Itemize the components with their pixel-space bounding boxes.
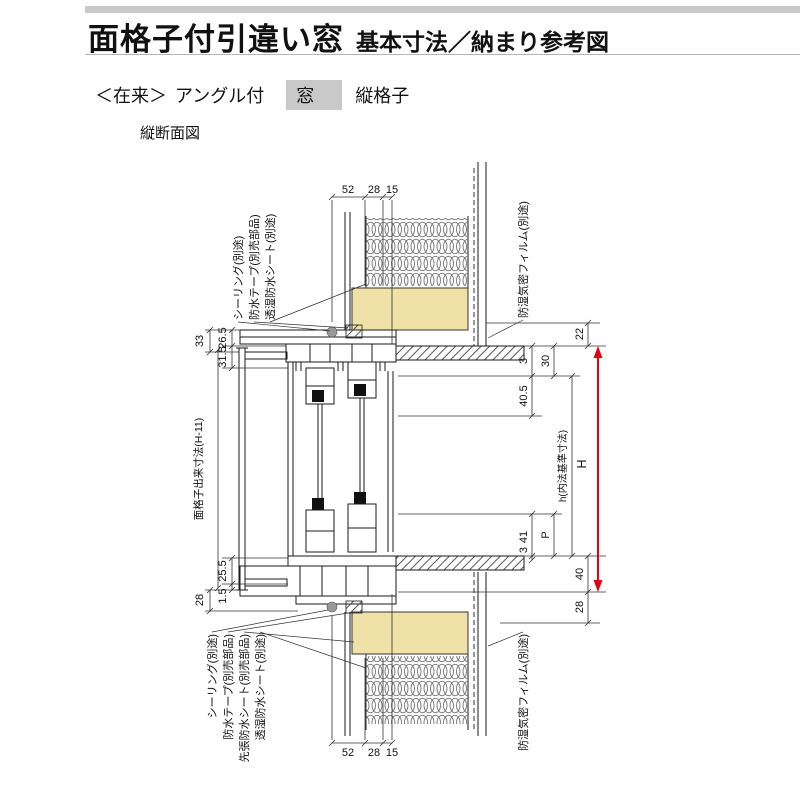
wood-frame-top — [351, 287, 469, 331]
note-pre-sheet-bottom: 先張防水シート(別売部品) — [237, 634, 251, 762]
spec-window-highlight: 窓 — [286, 80, 343, 110]
glazing-block — [312, 390, 324, 402]
dim-top-2: 28 — [368, 184, 380, 196]
height-arrow — [593, 346, 603, 592]
sealing-bottom — [326, 601, 338, 613]
dim-left-25-5: 25.5 — [217, 560, 229, 581]
leader-lines — [211, 283, 524, 669]
dim-right-28: 28 — [574, 601, 586, 613]
dim-left-33: 33 — [194, 335, 206, 347]
interior-casing-bottom — [395, 555, 525, 571]
title-divider — [85, 54, 800, 55]
dimension-lines — [205, 193, 606, 747]
insulation-top — [366, 218, 468, 286]
page-subtitle: 基本寸法／納まり参考図 — [356, 29, 609, 55]
sealing-top — [326, 326, 338, 338]
top-bar — [85, 6, 800, 13]
waterproof-tape-bottom — [345, 600, 363, 614]
insulation-bottom — [366, 656, 468, 724]
dim-left-31-5: 31.5 — [217, 346, 229, 367]
waterproof-tape-top — [345, 324, 363, 339]
interior-casing-top — [395, 345, 525, 361]
annotation-labels: シーリング(別途) 防水テープ(別売部品) 透湿防水シート(別途) 防湿気密フィ… — [205, 201, 530, 762]
spec-row: ＜在来＞ アングル付 窓 縦格子 — [95, 80, 409, 110]
title-row: 面格子付引違い窓基本寸法／納まり参考図 — [88, 14, 609, 59]
view-label: 縦断面図 — [140, 125, 201, 142]
dim-right-40: 40 — [574, 568, 586, 580]
arrow-head-top — [593, 346, 603, 358]
sashes — [287, 361, 394, 556]
dim-bottom-2: 28 — [368, 747, 380, 759]
dim-left-26-5: 26.5 — [217, 327, 229, 348]
dim-right-3b: 3 — [518, 547, 530, 553]
dim-bottom-3: 15 — [386, 747, 398, 759]
note-perm-sheet-bottom: 透湿防水シート(別途) — [253, 634, 267, 740]
glazing-block — [354, 492, 366, 504]
dimension-labels: 52 28 15 52 28 15 33 26.5 31.5 25.5 1.5 … — [192, 184, 589, 759]
note-sealing-bottom: シーリング(別途) — [205, 634, 219, 718]
dim-right-H: H — [575, 459, 589, 468]
wall-structure-bottom — [344, 572, 487, 736]
wall-structure-top — [344, 162, 487, 346]
dim-top-3: 15 — [386, 184, 398, 196]
note-tape-bottom: 防水テープ(別売部品) — [221, 634, 235, 740]
note-film-bottom: 防湿気密フィルム(別途) — [516, 634, 530, 751]
wood-frame-bottom — [351, 611, 469, 655]
note-perm-sheet-top: 透湿防水シート(別途) — [263, 214, 277, 320]
dim-right-40-5: 40.5 — [518, 385, 530, 406]
arrow-head-bottom — [593, 580, 603, 592]
dim-right-41: 41 — [518, 531, 530, 543]
spec-construction: ＜在来＞ — [95, 86, 167, 106]
dim-lattice-height: 面格子出来寸法(H-11) — [192, 418, 205, 520]
security-lattice — [236, 347, 288, 591]
head-frame — [239, 324, 397, 371]
note-film-top: 防湿気密フィルム(別途) — [516, 201, 530, 318]
dim-right-30: 30 — [540, 355, 552, 367]
page-title: 面格子付引違い窓 — [88, 22, 344, 57]
dim-left-28: 28 — [194, 594, 206, 606]
dim-bottom-1: 52 — [342, 747, 354, 759]
dim-right-22: 22 — [574, 328, 586, 340]
dim-right-p: P — [540, 531, 552, 538]
dim-top-1: 52 — [342, 184, 354, 196]
sill-frame — [239, 555, 397, 614]
note-sealing-top: シーリング(別途) — [231, 236, 245, 320]
spec-mount: アングル付 — [175, 86, 265, 106]
dim-right-3a: 3 — [518, 358, 530, 364]
dim-left-1-5: 1.5 — [217, 588, 229, 603]
note-tape-top: 防水テープ(別売部品) — [247, 214, 261, 320]
vertical-section-drawing: 52 28 15 52 28 15 33 26.5 31.5 25.5 1.5 … — [192, 162, 606, 762]
glazing-block — [354, 384, 366, 396]
spec-lattice: 縦格子 — [355, 86, 410, 106]
dim-right-h-inner: h(内法基準寸法) — [556, 430, 569, 502]
glazing-block — [312, 498, 324, 510]
